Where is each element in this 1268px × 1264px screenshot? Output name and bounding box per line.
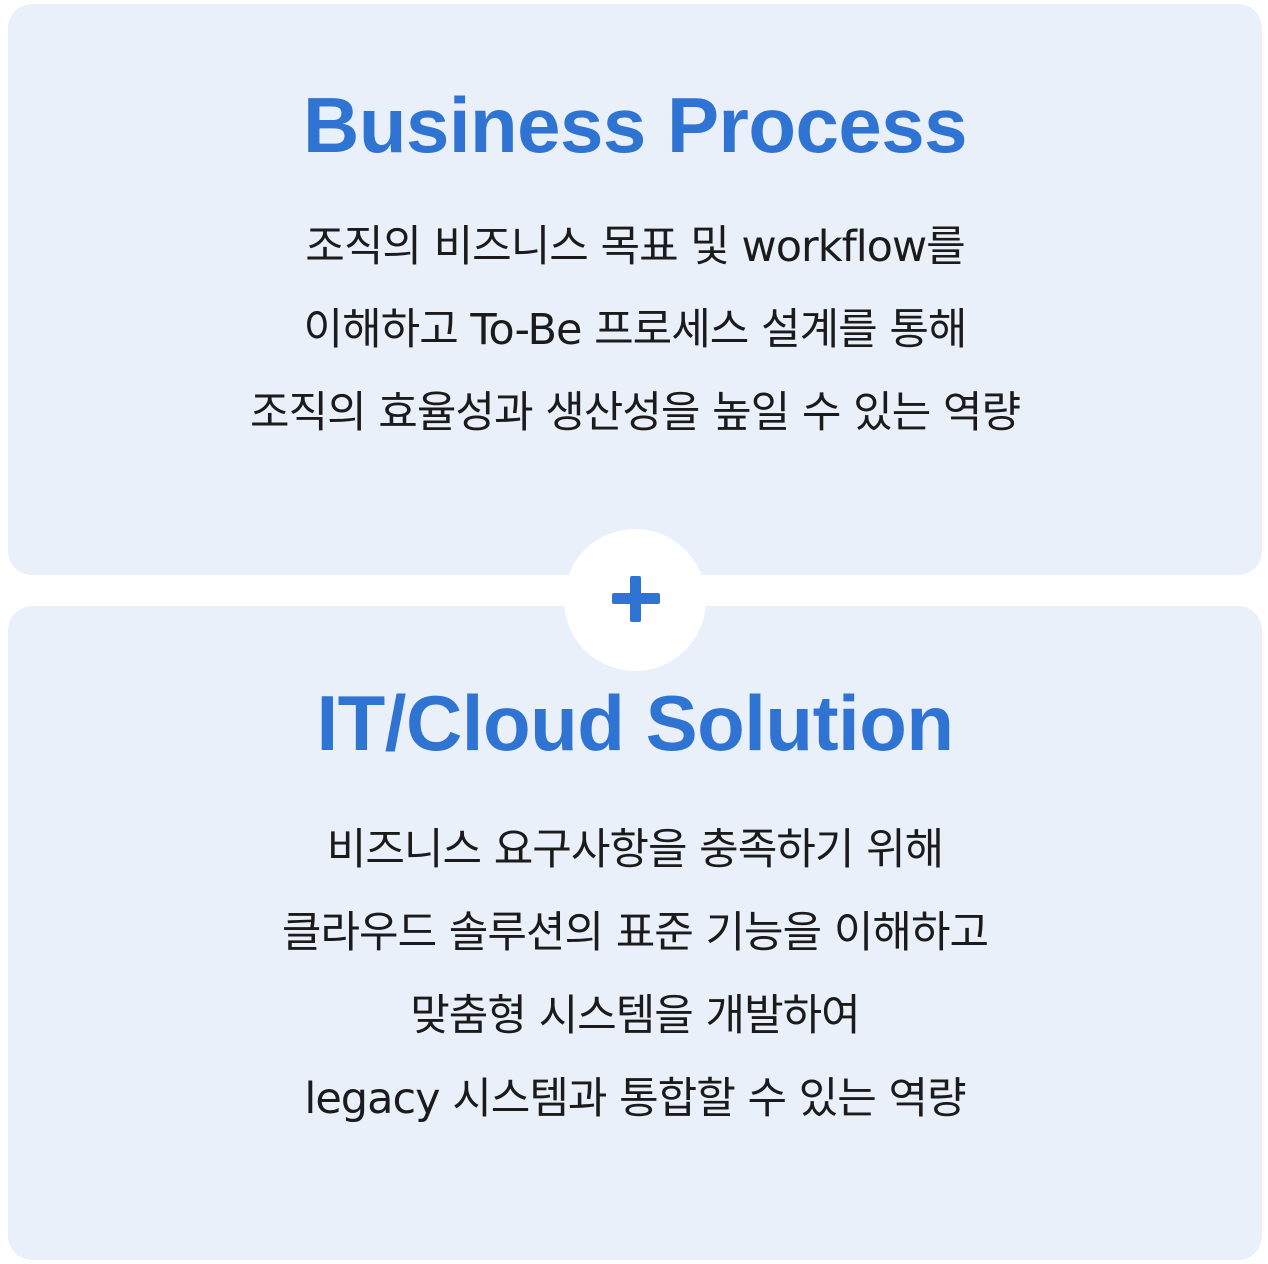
plus-connector — [564, 529, 706, 671]
it-cloud-solution-description: 비즈니스 요구사항을 충족하기 위해 클라우드 솔루션의 표준 기능을 이해하고… — [8, 809, 1262, 1141]
description-line: 이해하고 To-Be 프로세스 설계를 통해 — [303, 305, 968, 355]
description-line: 조직의 비즈니스 목표 및 workflow를 — [305, 222, 965, 272]
business-process-description: 조직의 비즈니스 목표 및 workflow를 이해하고 To-Be 프로세스 … — [8, 206, 1262, 455]
description-line: 비즈니스 요구사항을 충족하기 위해 — [326, 825, 944, 875]
it-cloud-solution-card: IT/Cloud Solution 비즈니스 요구사항을 충족하기 위해 클라우… — [8, 606, 1262, 1260]
it-cloud-solution-title: IT/Cloud Solution — [316, 679, 954, 767]
business-process-card: Business Process 조직의 비즈니스 목표 및 workflow를… — [8, 4, 1262, 575]
description-line: 조직의 효율성과 생산성을 높일 수 있는 역량 — [249, 388, 1021, 438]
description-line: 클라우드 솔루션의 표준 기능을 이해하고 — [281, 908, 989, 958]
business-process-title: Business Process — [302, 81, 968, 169]
description-line: legacy 시스템과 통합할 수 있는 역량 — [304, 1074, 966, 1124]
description-line: 맞춤형 시스템을 개발하여 — [410, 991, 861, 1041]
